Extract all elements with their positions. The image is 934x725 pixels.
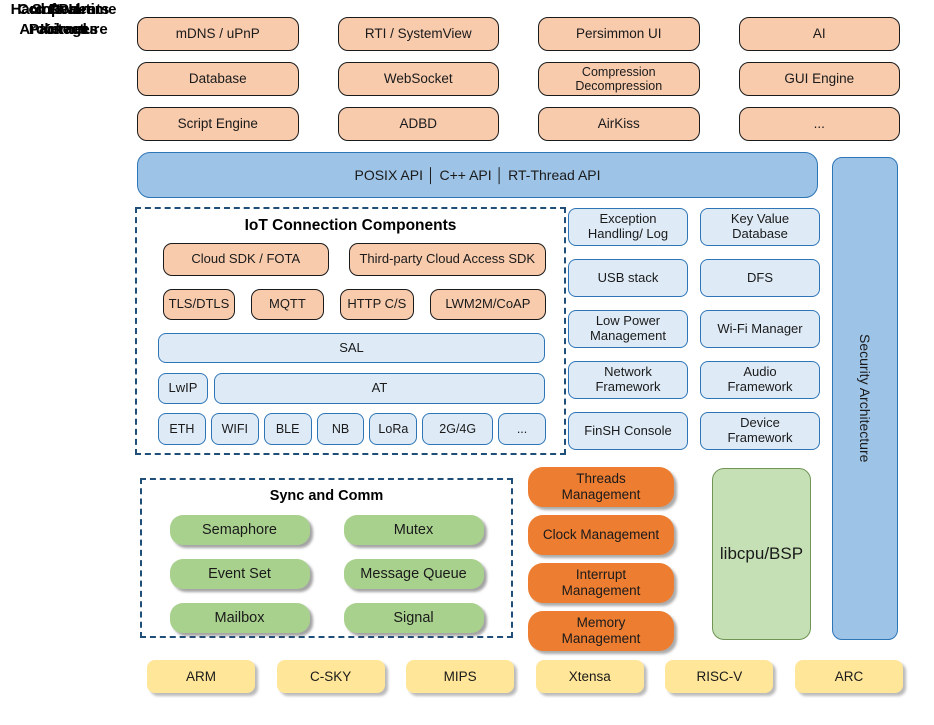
iot-link-ble: BLE bbox=[263, 413, 312, 445]
iot-lwm2m-coap: LWM2M/CoAP bbox=[429, 289, 547, 320]
iot-sal: SAL bbox=[158, 333, 545, 363]
iot-tls-dtls: TLS/DTLS bbox=[163, 289, 235, 320]
cpu-architecture-row: ARM C-SKY MIPS Xtensa RISC-V ARC bbox=[147, 660, 903, 693]
iot-mqtt: MQTT bbox=[250, 289, 324, 320]
kernel-threads-management: Threads Management bbox=[528, 467, 674, 507]
cpu-mips: MIPS bbox=[406, 660, 515, 693]
libcpu-bsp-box: libcpu/BSP bbox=[712, 468, 811, 640]
package-script-engine: Script Engine bbox=[137, 107, 299, 141]
kernel-mutex: Mutex bbox=[343, 515, 484, 545]
iot-third-party-cloud-sdk: Third-party Cloud Access SDK bbox=[348, 243, 546, 276]
component-wifi-manager: Wi-Fi Manager bbox=[700, 310, 820, 348]
iot-http-cs: HTTP C/S bbox=[339, 289, 414, 320]
package-airkiss: AirKiss bbox=[538, 107, 700, 141]
iot-group-title: IoT Connection Components bbox=[244, 217, 457, 234]
iot-connection-group: IoT Connection Components Cloud SDK / FO… bbox=[135, 207, 566, 455]
kernel-interrupt-management: Interrupt Management bbox=[528, 563, 674, 603]
security-architecture-bar: Security Architecture bbox=[832, 157, 898, 640]
component-finsh-console: FinSH Console bbox=[568, 412, 688, 450]
iot-link-eth: ETH bbox=[158, 413, 206, 445]
iot-at: AT bbox=[214, 373, 545, 404]
package-websocket: WebSocket bbox=[337, 62, 499, 96]
component-network-framework: Network Framework bbox=[568, 361, 688, 399]
component-audio-framework: Audio Framework bbox=[700, 361, 820, 399]
kernel-management-stack: Threads Management Clock Management Inte… bbox=[528, 467, 674, 651]
kernel-semaphore: Semaphore bbox=[169, 515, 310, 545]
iot-link-lora: LoRa bbox=[369, 413, 418, 445]
kernel-signal: Signal bbox=[343, 603, 484, 633]
package-persimmon-ui: Persimmon UI bbox=[538, 17, 700, 51]
iot-link-wifi: WIFI bbox=[210, 413, 259, 445]
package-compression: Compression Decompression bbox=[538, 62, 700, 96]
cpu-c-sky: C-SKY bbox=[276, 660, 385, 693]
sync-comm-title: Sync and Comm bbox=[269, 488, 384, 504]
package-ai: AI bbox=[738, 17, 900, 51]
component-device-framework: Device Framework bbox=[700, 412, 820, 450]
iot-link-2g4g: 2G/4G bbox=[422, 413, 494, 445]
package-database: Database bbox=[137, 62, 299, 96]
cpu-xtensa: Xtensa bbox=[535, 660, 644, 693]
component-low-power: Low Power Management bbox=[568, 310, 688, 348]
package-mdns-upnp: mDNS / uPnP bbox=[137, 17, 299, 51]
kernel-mailbox: Mailbox bbox=[169, 603, 310, 633]
section-label-software-packages: Software Packages bbox=[28, 1, 99, 38]
kernel-memory-management: Memory Management bbox=[528, 611, 674, 651]
section-label-components: Components bbox=[17, 1, 110, 18]
kernel-event-set: Event Set bbox=[169, 559, 310, 589]
package-more: ... bbox=[738, 107, 900, 141]
iot-cloud-sdk-fota: Cloud SDK / FOTA bbox=[163, 243, 329, 276]
components-grid: Exception Handling/ Log Key Value Databa… bbox=[568, 208, 820, 450]
section-label-kernel: Hard Real-time Kernel bbox=[10, 1, 117, 38]
iot-lwip: LwIP bbox=[158, 373, 208, 404]
kernel-clock-management: Clock Management bbox=[528, 515, 674, 555]
cpu-arm: ARM bbox=[147, 660, 255, 693]
iot-link-nb: NB bbox=[316, 413, 365, 445]
package-gui-engine: GUI Engine bbox=[738, 62, 900, 96]
package-rti-systemview: RTI / SystemView bbox=[337, 17, 499, 51]
section-label-cpu-architecture: CPU Architecture bbox=[19, 1, 108, 38]
component-key-value-db: Key Value Database bbox=[700, 208, 820, 246]
iot-link-more: ... bbox=[498, 413, 546, 445]
component-dfs: DFS bbox=[700, 259, 820, 297]
component-usb-stack: USB stack bbox=[568, 259, 688, 297]
kernel-message-queue: Message Queue bbox=[343, 559, 484, 589]
package-adbd: ADBD bbox=[337, 107, 499, 141]
software-packages-grid: mDNS / uPnP RTI / SystemView Persimmon U… bbox=[137, 17, 900, 141]
cpu-arc: ARC bbox=[794, 660, 903, 693]
sync-comm-group: Sync and Comm Semaphore Mutex Event Set … bbox=[140, 478, 513, 638]
cpu-risc-v: RISC-V bbox=[665, 660, 774, 693]
component-exception-log: Exception Handling/ Log bbox=[568, 208, 688, 246]
api-layer-bar: POSIX API │ C++ API │ RT-Thread API bbox=[137, 152, 818, 198]
